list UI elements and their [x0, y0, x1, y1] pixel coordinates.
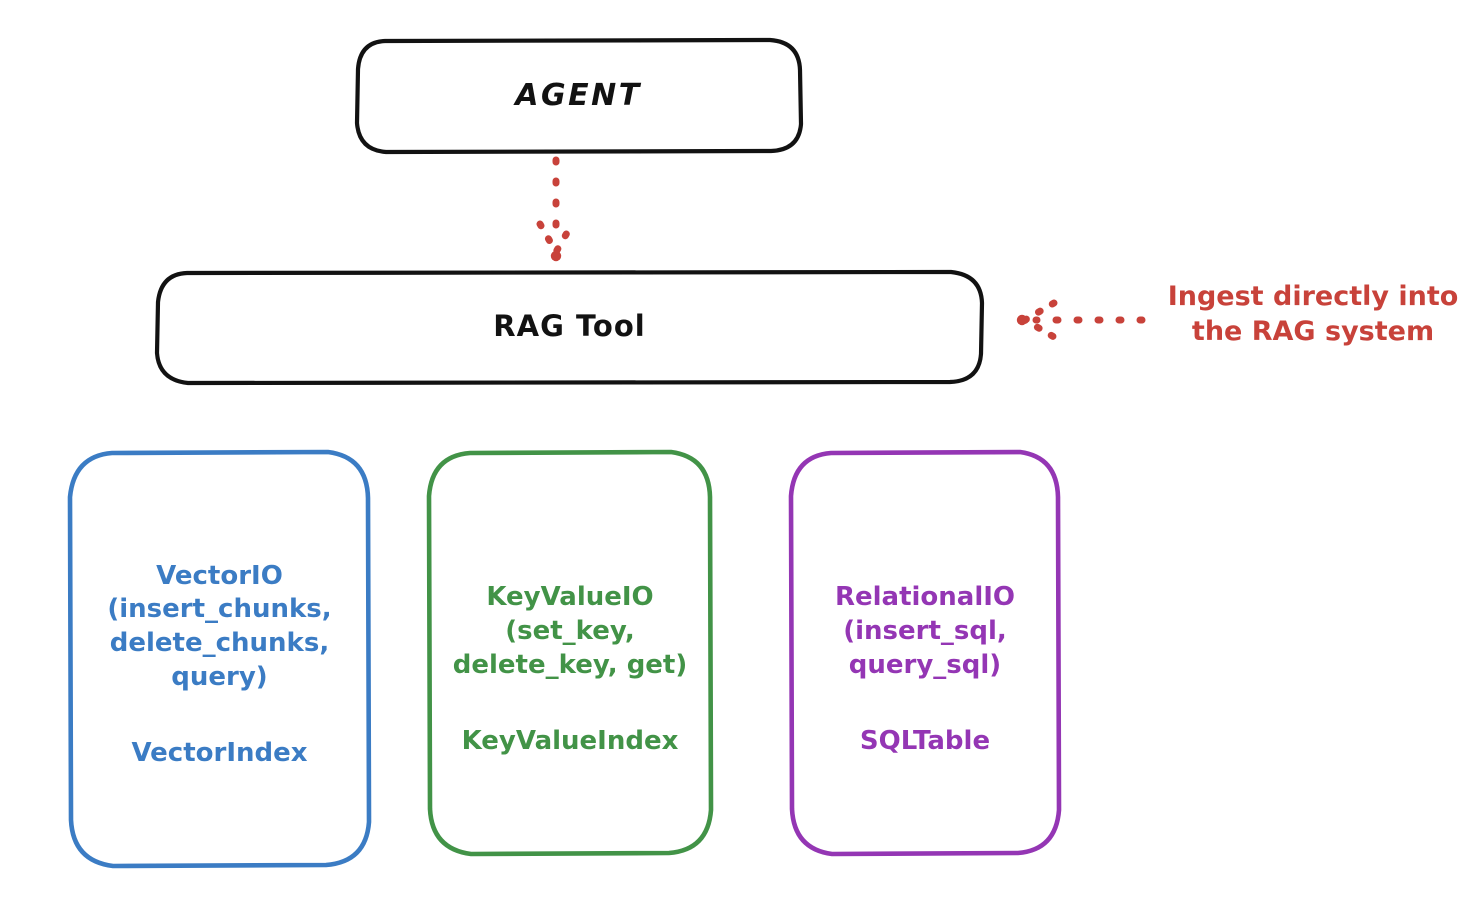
node-vector-io-content: VectorIO (insert_chunks, delete_chunks, … — [68, 548, 371, 771]
node-vector-io-api-label: VectorIO (insert_chunks, delete_chunks, … — [107, 560, 332, 692]
node-vector-io[interactable]: VectorIO (insert_chunks, delete_chunks, … — [67, 449, 372, 869]
node-keyvalue-io[interactable]: KeyValueIO (set_key, delete_key, get) Ke… — [426, 449, 714, 857]
node-keyvalue-io-api-label: KeyValueIO (set_key, delete_key, get) — [452, 582, 688, 680]
node-relational-io[interactable]: RelationalIO (insert_sql, query_sql) SQL… — [788, 449, 1062, 857]
node-rag-tool-label: RAG Tool — [493, 309, 646, 344]
arrow-ingest-to-rag-tool — [1016, 299, 1146, 341]
node-rag-tool[interactable]: RAG Tool — [154, 269, 985, 386]
node-relational-io-store-label: SQLTable — [859, 725, 991, 756]
node-agent[interactable]: AGENT — [354, 37, 804, 155]
node-relational-io-api-label: RelationalIO (insert_sql, query_sql) — [834, 582, 1016, 680]
annotation-ingest-label: Ingest directly into the RAG system — [1167, 281, 1459, 348]
node-vector-io-store-label: VectorIndex — [131, 737, 308, 768]
node-keyvalue-io-content: KeyValueIO (set_key, delete_key, get) Ke… — [427, 547, 713, 758]
arrow-agent-to-rag-tool — [536, 156, 576, 262]
spacer — [795, 683, 1055, 725]
spacer — [433, 683, 707, 725]
node-keyvalue-io-store-label: KeyValueIndex — [461, 725, 679, 756]
spacer — [74, 695, 365, 737]
node-relational-io-content: RelationalIO (insert_sql, query_sql) SQL… — [789, 547, 1061, 758]
node-agent-label: AGENT — [515, 77, 642, 113]
